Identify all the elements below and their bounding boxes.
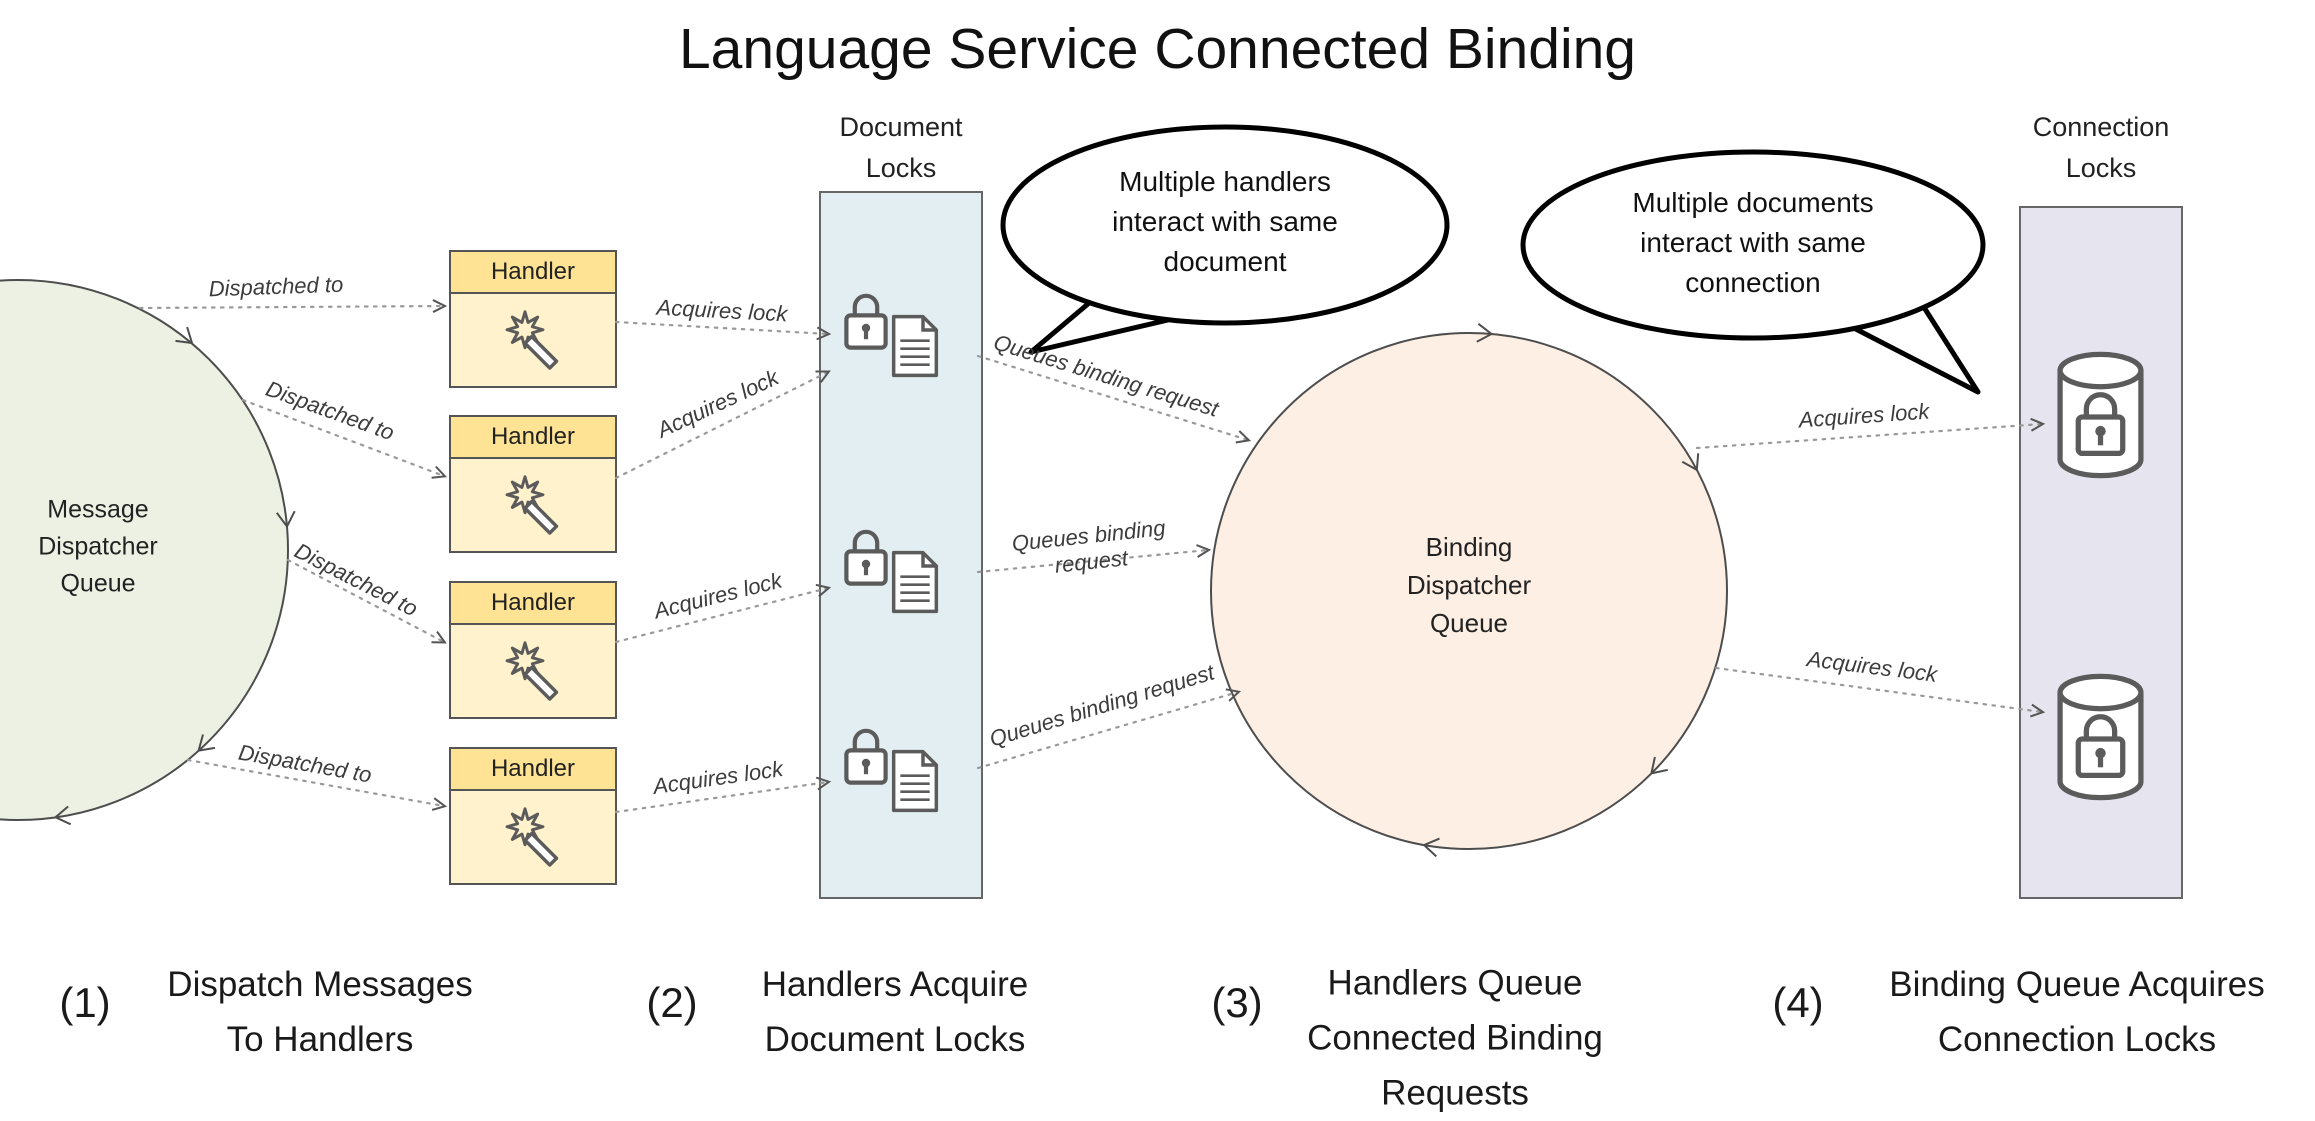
arrow-dispatched-to-3 (286, 558, 447, 644)
page-title: Language Service Connected Binding (678, 17, 1637, 81)
handler-box-3 (449, 581, 617, 719)
arrow-acquires-lock-3 (614, 583, 832, 644)
arrow-dispatched-to-2 (241, 398, 448, 479)
arrow-label-dispatched-to-1: Dispatched to (208, 271, 344, 302)
message-dispatcher-queue-circle (0, 279, 296, 826)
connector-arrows (138, 299, 2046, 814)
caption-2-text: Handlers Acquire Document Locks (761, 965, 1029, 1059)
caption-2-number: (2) (646, 979, 698, 1026)
handler-4-label: Handler (490, 755, 576, 782)
document-icon (891, 550, 939, 614)
binding-dispatcher-queue-label: Binding Dispatcher Queue (1406, 532, 1532, 638)
caption-4-number: (4) (1772, 979, 1824, 1026)
queue-rotation-chevrons (53, 326, 296, 826)
handler-3-label: Handler (490, 589, 576, 616)
caption-3-number: (3) (1211, 979, 1263, 1026)
database-lock-icon-1 (2060, 354, 2141, 475)
arrow-queues-binding-1 (976, 354, 1252, 444)
speech-bubble-documents-text: Multiple documents interact with same co… (1632, 187, 1874, 298)
speech-bubble-documents (1520, 149, 1986, 395)
document-locks-heading: Document Locks (839, 112, 963, 183)
handler-box-2 (449, 415, 617, 553)
handler-2-label: Handler (490, 423, 576, 450)
arrow-acquires-lock-2 (614, 370, 831, 480)
arrow-acquires-lock-1 (614, 320, 832, 341)
caption-1-text: Dispatch Messages To Handlers (167, 965, 473, 1059)
arrow-dispatched-to-1 (138, 299, 448, 313)
arrow-dispatched-to-4 (186, 758, 448, 811)
binding-dispatcher-queue-circle (1210, 323, 1728, 858)
connection-locks-heading: Connection Locks (2032, 112, 2170, 183)
arrow-queues-binding-2 (976, 544, 1212, 574)
document-icon (891, 749, 939, 813)
arrow-queues-binding-3 (976, 688, 1242, 770)
handler-box-4 (449, 747, 617, 885)
handler-box-1 (449, 250, 617, 388)
arrow-acquires-lock-4 (614, 776, 832, 814)
message-dispatcher-queue-label: Message Dispatcher Queue (38, 495, 158, 598)
caption-4-text: Binding Queue Acquires Connection Locks (1889, 965, 2265, 1059)
caption-3-text: Handlers Queue Connected Binding Request… (1307, 963, 1603, 1113)
arrow-acquires-lock-6 (1714, 666, 2046, 718)
document-icon (891, 314, 939, 378)
speech-bubble-handlers (1000, 124, 1450, 355)
speech-bubble-handlers-text: Multiple handlers interact with same doc… (1112, 166, 1338, 277)
arrow-acquires-lock-5 (1695, 417, 2046, 450)
caption-1-number: (1) (59, 979, 111, 1026)
queue-rotation-chevrons (1422, 323, 1700, 858)
handler-1-label: Handler (490, 258, 576, 285)
database-lock-icon-2 (2060, 676, 2141, 797)
